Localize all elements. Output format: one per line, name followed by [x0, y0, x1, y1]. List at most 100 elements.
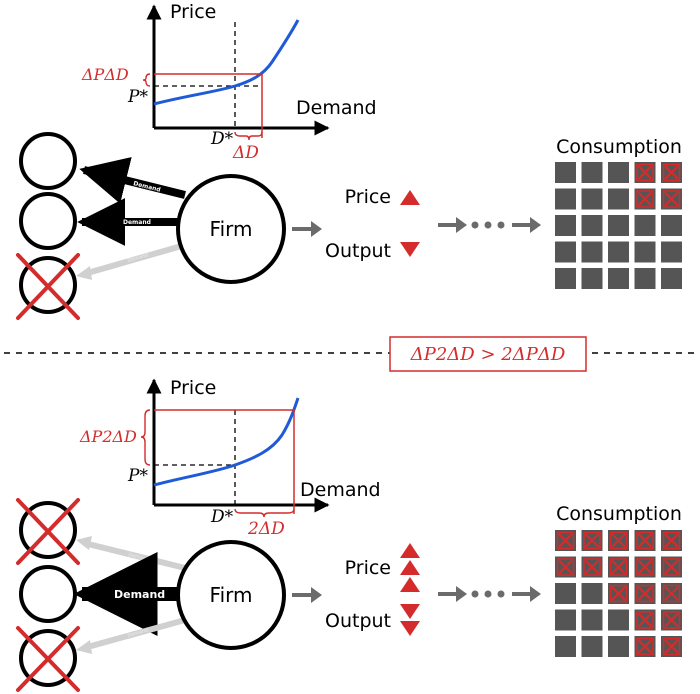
top-chart-delta-p-label: ΔPΔD — [81, 65, 129, 84]
consumption-cross-line — [637, 586, 653, 601]
consumption-cross-line — [664, 165, 679, 180]
consumption-cross-icon — [636, 611, 654, 629]
bottom-consumption-title: Consumption — [556, 503, 682, 525]
bottom-firm-node — [176, 540, 286, 650]
consumption-cross-icon — [583, 531, 601, 550]
consumption-cross-icon — [636, 163, 654, 182]
consumption-cross-line — [664, 559, 679, 575]
top-chart-xlabel: Demand — [296, 97, 377, 119]
consumption-square — [581, 188, 603, 210]
bottom-firm-label: Firm — [210, 583, 253, 607]
consumption-cross-icon — [662, 584, 681, 603]
bottom-chart-xlabel: Demand — [300, 479, 381, 501]
consumption-cross-line — [664, 639, 679, 654]
top-firm-label: Firm — [210, 217, 253, 241]
bottom-customer-2 — [19, 565, 77, 623]
bottom-panel: Price Demand P* D* ΔP2ΔD 2ΔD — [16, 377, 682, 692]
consumption-square — [555, 609, 576, 631]
top-demand-curve — [153, 19, 300, 106]
bottom-chart-ylabel: Price — [170, 377, 216, 399]
consumption-cross-line — [637, 559, 653, 575]
consumption-square — [634, 241, 656, 263]
consumption-cross-line — [611, 533, 626, 548]
consumption-cross-icon — [583, 558, 601, 576]
bottom-output-down-icons — [400, 604, 420, 636]
consumption-square — [661, 241, 682, 263]
consumption-square — [581, 583, 603, 604]
top-delta-d-brace — [234, 131, 263, 141]
consumption-cross-icon — [609, 558, 628, 576]
bottom-customer-1-cross-icon — [16, 498, 80, 565]
top-demand-arrows: Demand Demand Demand — [76, 157, 186, 280]
consumption-cross-icon — [636, 558, 654, 576]
top-to-consumption-arrow — [438, 217, 541, 233]
consumption-square — [608, 215, 629, 236]
bottom-to-consumption-arrow — [438, 586, 541, 602]
top-customer-3-cross-icon — [16, 253, 80, 320]
consumption-square — [555, 188, 576, 210]
bottom-delta-d-brace — [234, 508, 295, 518]
consumption-cross-line — [664, 191, 679, 207]
consumption-square — [608, 268, 629, 289]
consumption-cross-icon — [609, 584, 628, 603]
consumption-square — [608, 636, 629, 657]
bottom-demand-arrow-1-head — [76, 536, 92, 550]
top-firm-outcome-arrow — [292, 221, 322, 237]
formula-text: ΔP2ΔD > 2ΔPΔD — [410, 344, 566, 365]
consumption-square — [581, 162, 603, 183]
bottom-price-up-icons — [400, 543, 420, 592]
consumption-cross-line — [558, 533, 573, 548]
consumption-square — [634, 268, 656, 289]
consumption-cross-icon — [636, 190, 654, 208]
top-customer-2 — [19, 192, 77, 250]
bottom-customer-3-cross-icon — [16, 626, 80, 692]
consumption-square — [555, 162, 576, 183]
consumption-square — [581, 609, 603, 631]
bottom-chart-delta-p-label: ΔP2ΔD — [79, 427, 137, 446]
consumption-cross-icon — [662, 611, 681, 629]
consumption-cross-icon — [662, 190, 681, 208]
consumption-cross-line — [558, 559, 573, 575]
consumption-square — [555, 636, 576, 657]
bottom-demand-arrow-3-faded — [83, 617, 186, 651]
consumption-cross-line — [637, 533, 653, 548]
bottom-demand-arrows: Demand Demand Demand — [73, 536, 186, 654]
consumption-square — [661, 268, 682, 289]
bottom-firm-outcome-arrow — [292, 587, 322, 603]
bottom-demand-curve — [153, 397, 300, 487]
consumption-square — [555, 268, 576, 289]
bottom-demand-arrow-3-head — [76, 640, 92, 654]
bottom-chart-dstar-label: D* — [210, 507, 234, 527]
bottom-chart-pstar-label: P* — [127, 466, 148, 486]
bottom-demand-arrow-1-label: Demand — [128, 552, 150, 563]
bottom-consumption-grid — [555, 530, 682, 657]
consumption-cross-line — [637, 639, 653, 654]
consumption-cross-line — [584, 533, 600, 548]
consumption-cross-line — [611, 559, 626, 575]
top-customer-1 — [19, 132, 77, 190]
top-chart-dstar-label: D* — [210, 129, 234, 149]
consumption-cross-line — [664, 533, 679, 548]
consumption-square — [661, 215, 682, 236]
consumption-cross-icon — [636, 637, 654, 656]
consumption-square — [634, 215, 656, 236]
consumption-square — [608, 609, 629, 631]
consumption-square — [555, 583, 576, 604]
consumption-cross-icon — [662, 531, 681, 550]
consumption-cross-icon — [636, 531, 654, 550]
consumption-square — [581, 636, 603, 657]
top-panel: Price Demand P* D* ΔPΔD ΔD — [16, 1, 682, 320]
top-customers — [16, 132, 80, 320]
bottom-demand-arrow-2-label: Demand — [114, 588, 165, 601]
consumption-cross-icon — [662, 558, 681, 576]
top-price-up-icon — [400, 190, 420, 205]
top-price-label: Price — [345, 186, 391, 208]
consumption-cross-icon — [662, 637, 681, 656]
top-chart-pstar-label: P* — [127, 87, 148, 107]
consumption-square — [581, 215, 603, 236]
bottom-demand-arrow-3-label: Demand — [127, 627, 149, 639]
consumption-square — [608, 241, 629, 263]
top-consumption-grid — [555, 162, 682, 289]
bottom-price-label: Price — [345, 557, 391, 579]
consumption-square — [555, 215, 576, 236]
